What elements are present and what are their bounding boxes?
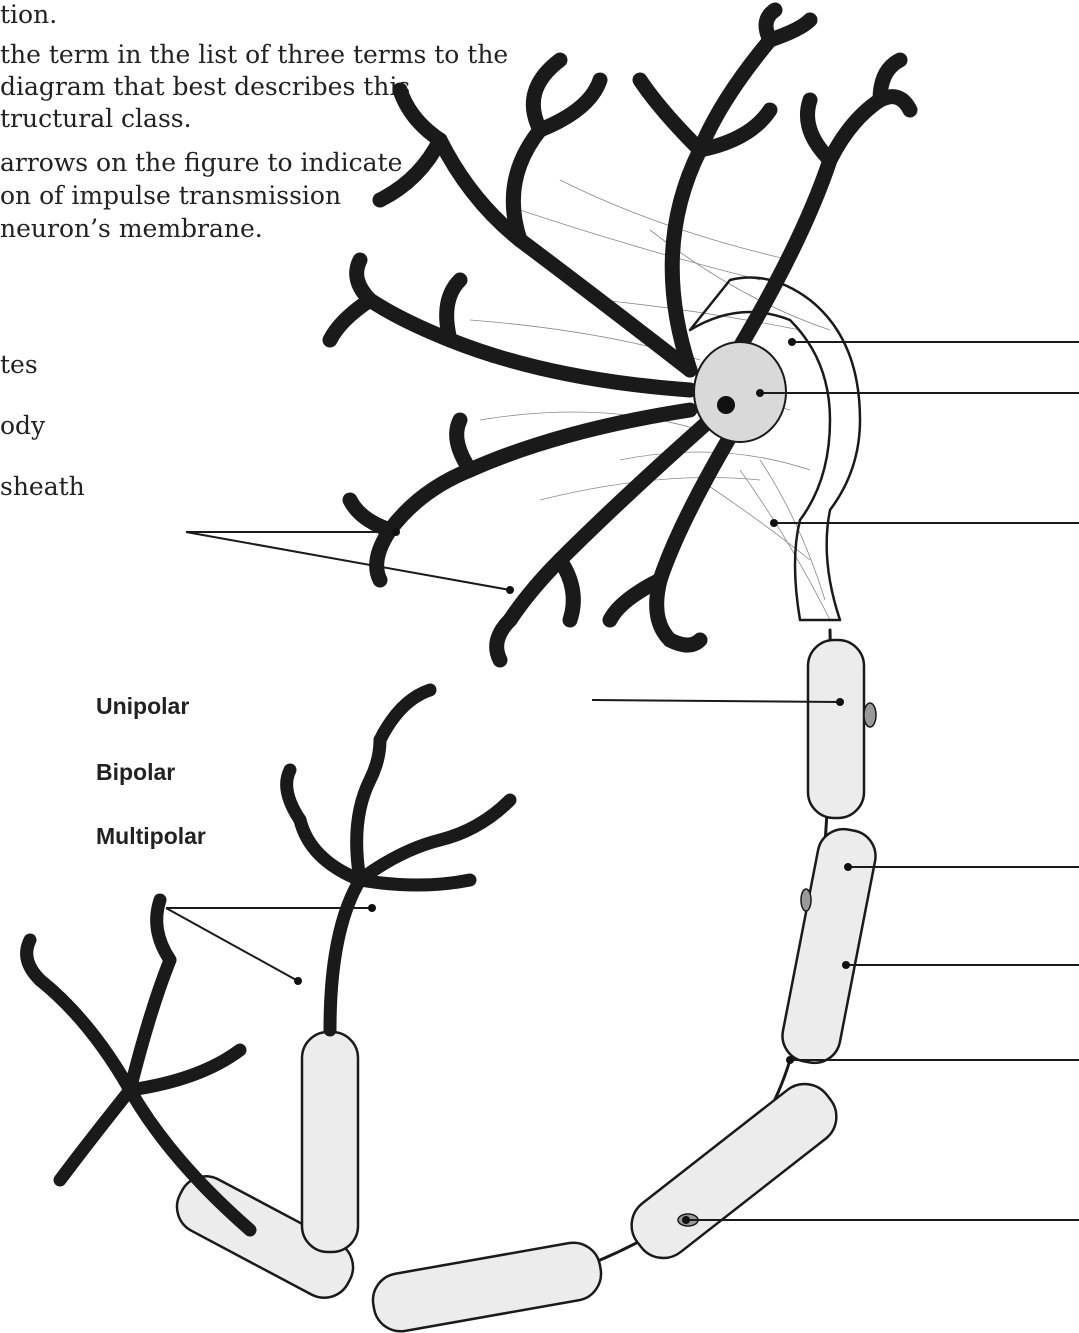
leader-dot <box>294 977 302 985</box>
dendrite-branches-fill <box>330 10 910 660</box>
multipolar-axon <box>400 630 831 1300</box>
leader-line <box>592 700 840 702</box>
leader-dot <box>842 961 850 969</box>
leader-dot <box>788 338 796 346</box>
myelin-segment <box>369 1238 606 1333</box>
leader-dot <box>682 1216 690 1224</box>
leader-dot <box>786 1056 794 1064</box>
leader-dot <box>836 698 844 706</box>
dendrite-branches <box>330 10 910 660</box>
axon-terminals-fill <box>27 690 510 1230</box>
leader-line <box>166 908 298 981</box>
myelin-segment <box>808 640 864 818</box>
myelin-segment <box>302 1032 358 1252</box>
schwann-cell-nucleus <box>864 703 876 727</box>
leader-dot <box>392 528 400 536</box>
leader-dot <box>506 586 514 594</box>
leader-line <box>186 532 510 590</box>
leader-dot <box>770 519 778 527</box>
leader-dots <box>294 338 852 1224</box>
leader-dot <box>844 863 852 871</box>
leader-dot <box>756 389 764 397</box>
myelin-segment <box>778 825 880 1068</box>
leader-dot <box>368 904 376 912</box>
nucleolus <box>717 396 735 414</box>
schwann-cell-nucleus <box>801 889 811 911</box>
axon-terminals <box>27 690 510 1230</box>
myelin-segment <box>620 1073 847 1270</box>
